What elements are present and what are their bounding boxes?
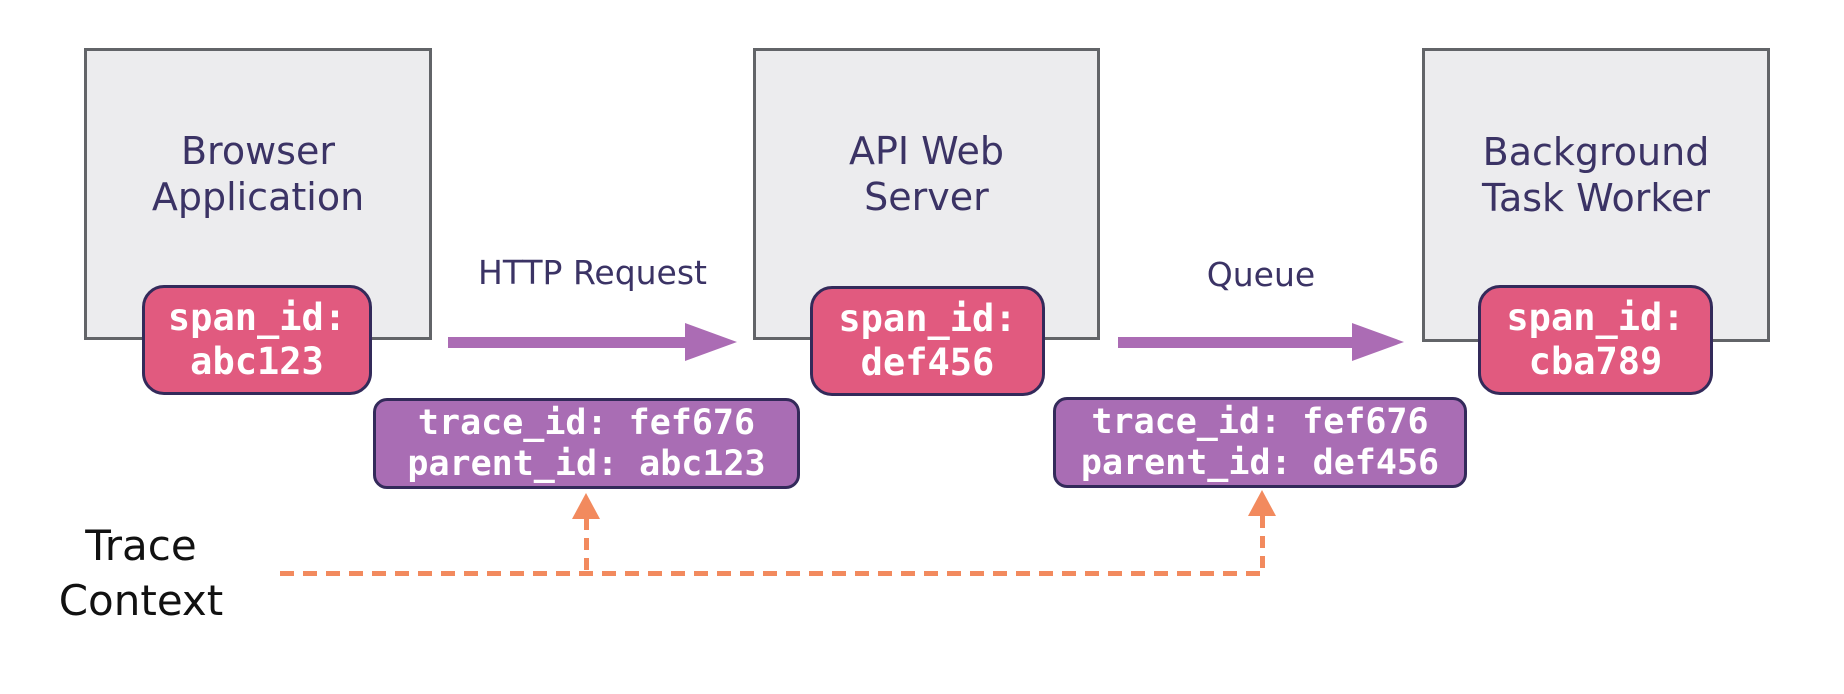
- trace-context-label-line: Trace: [85, 521, 197, 570]
- queue-arrow-shaft: [1118, 337, 1352, 348]
- http-request-arrow-label: HTTP Request: [478, 253, 707, 292]
- http-request-arrow-shaft: [448, 337, 685, 348]
- service-title-api-web-server: API Web Server: [849, 128, 1004, 220]
- trace-box-line: trace_id: fef676: [1091, 401, 1429, 442]
- span-id-chip-line: def456: [860, 341, 995, 384]
- trace-context-label-line: Context: [58, 576, 224, 625]
- trace-context-dashed-line: [280, 571, 1262, 576]
- trace-box-parent-def456: trace_id: fef676 parent_id: def456: [1053, 397, 1467, 488]
- trace-context-label: Trace Context: [30, 518, 252, 628]
- trace-box-line: parent_id: def456: [1080, 442, 1440, 483]
- span-id-chip-line: span_id:: [1506, 296, 1685, 339]
- service-title-line: Application: [151, 175, 365, 219]
- trace-box-line: trace_id: fef676: [417, 402, 756, 443]
- service-title-line: Browser: [180, 129, 335, 173]
- queue-arrow-label: Queue: [1206, 255, 1316, 294]
- span-id-chip-line: abc123: [190, 340, 324, 383]
- span-id-chip-abc123: span_id: abc123: [142, 285, 372, 395]
- span-id-chip-line: cba789: [1528, 340, 1663, 383]
- span-id-chip-line: span_id:: [167, 296, 347, 339]
- span-id-chip-line: span_id:: [838, 297, 1017, 340]
- service-title-line: Task Worker: [1482, 176, 1710, 220]
- trace-box-parent-abc123: trace_id: fef676 parent_id: abc123: [373, 398, 800, 489]
- trace-context-dashed-riser-left: [584, 518, 589, 573]
- service-title-line: Server: [864, 175, 989, 219]
- trace-context-up-arrowhead-right-icon: [1248, 490, 1276, 516]
- service-title-background-task-worker: Background Task Worker: [1482, 129, 1710, 221]
- trace-box-line: parent_id: abc123: [407, 443, 766, 484]
- trace-context-dashed-riser-right: [1260, 516, 1265, 573]
- span-id-chip-cba789: span_id: cba789: [1478, 285, 1713, 395]
- queue-arrowhead-icon: [1352, 323, 1404, 361]
- span-id-chip-def456: span_id: def456: [810, 286, 1045, 396]
- http-request-arrowhead-icon: [685, 323, 737, 361]
- trace-context-up-arrowhead-left-icon: [572, 493, 600, 519]
- service-title-line: API Web: [848, 129, 1005, 173]
- service-title-line: Background: [1482, 130, 1710, 174]
- service-title-browser-application: Browser Application: [152, 128, 364, 220]
